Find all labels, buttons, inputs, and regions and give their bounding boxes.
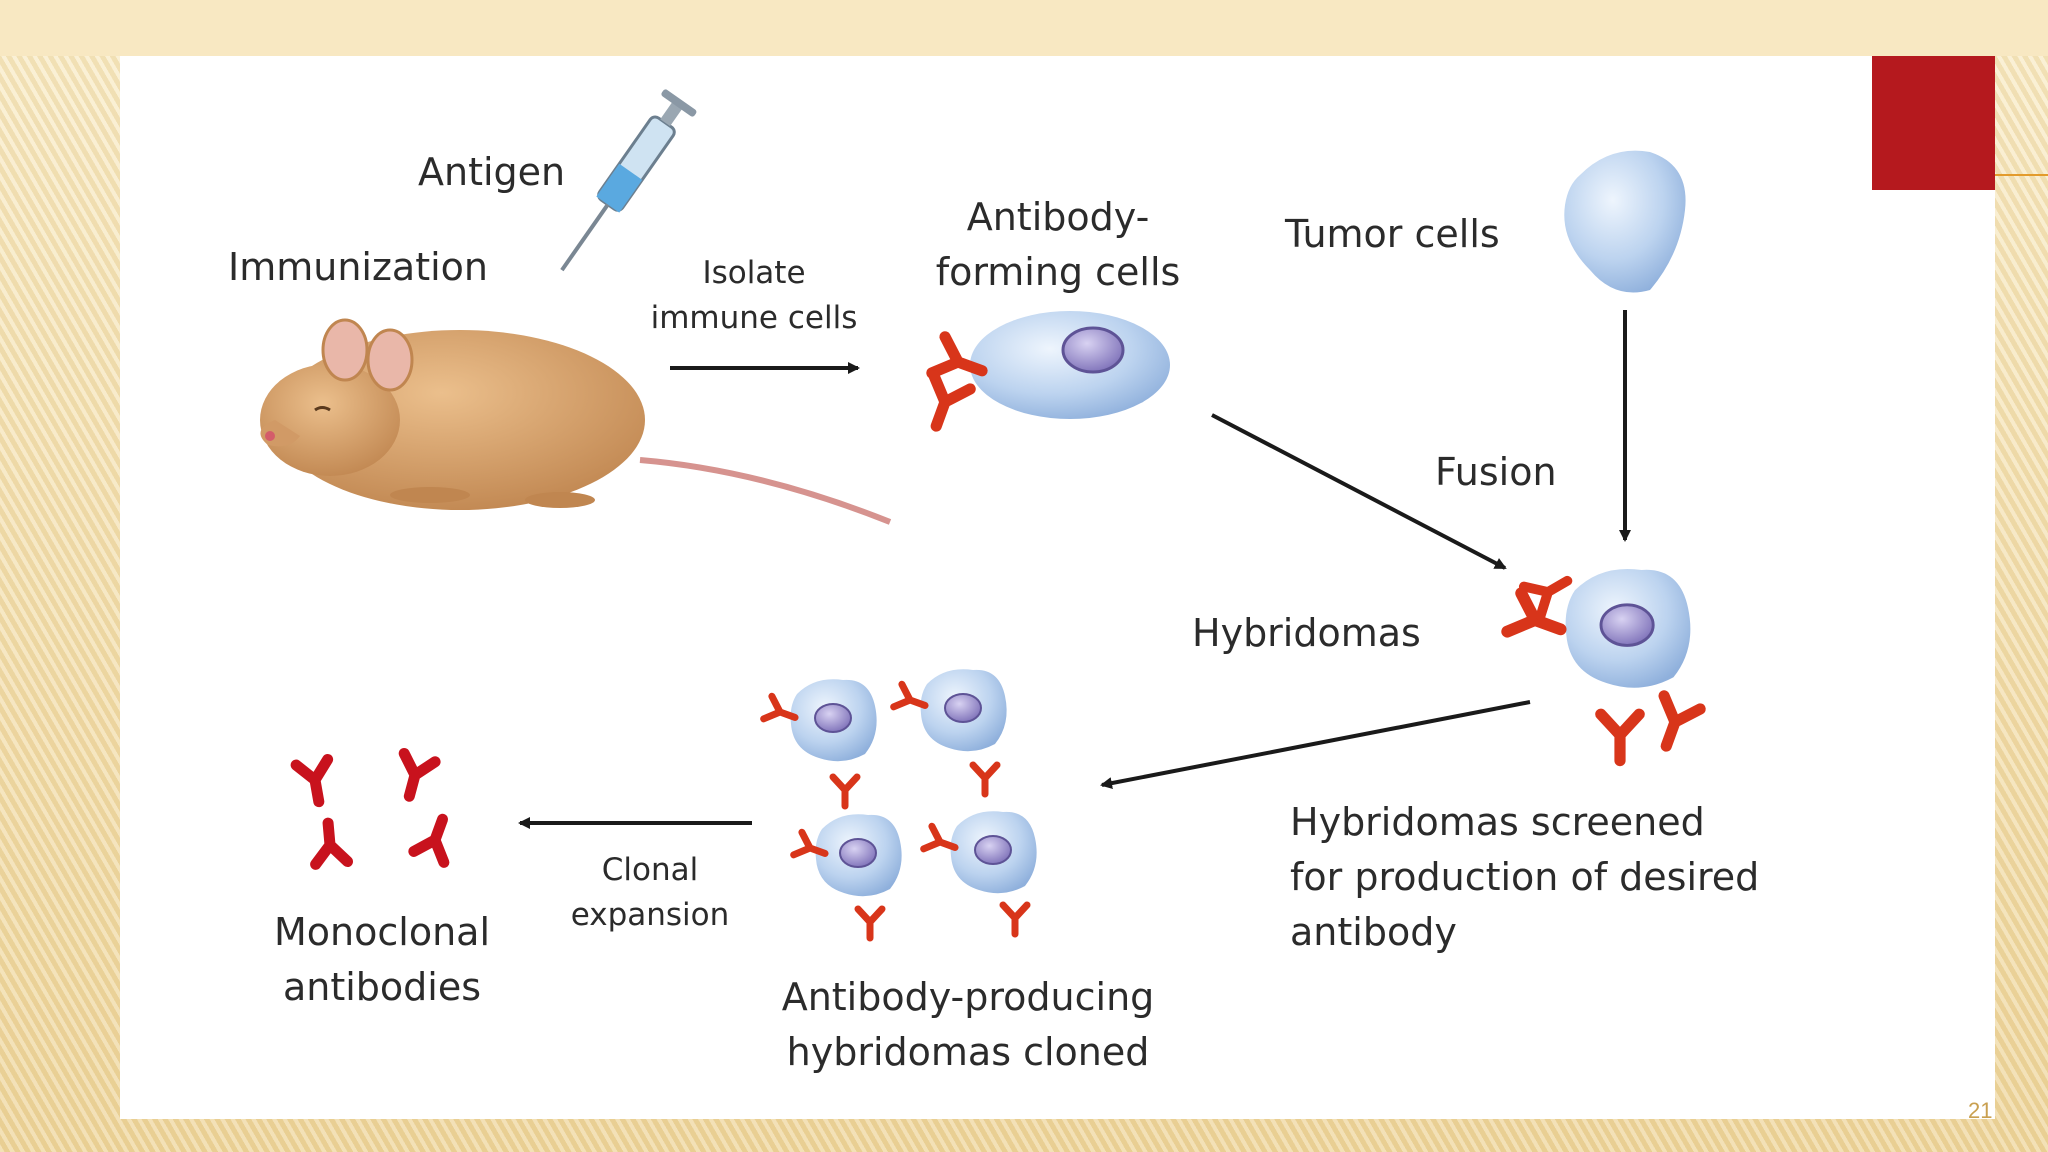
cloned-hybridomas-icon [764, 668, 1038, 938]
label-monoclonal-2: antibodies [283, 965, 481, 1009]
screen-arrow [1100, 700, 1531, 789]
label-monoclonal-1: Monoclonal [274, 910, 490, 954]
antibody-forming-cell-icon [918, 311, 1170, 433]
label-isolate-2: immune cells [651, 300, 858, 336]
label-hybridomas: Hybridomas [1192, 611, 1421, 655]
hybridoma-cell-icon [1507, 566, 1700, 760]
fusion-arrow-from-cell [1211, 413, 1507, 570]
label-immunization: Immunization [228, 245, 488, 289]
monoclonal-antibodies-icon [296, 753, 457, 864]
slide-content-panel [120, 56, 1995, 1119]
accent-square [1872, 56, 1995, 190]
label-screened-3: antibody [1290, 910, 1457, 954]
mouse-icon [260, 318, 892, 525]
label-isolate-1: Isolate [702, 255, 805, 291]
top-band [0, 0, 2048, 56]
label-afc-2: forming cells [936, 250, 1181, 294]
label-screened-2: for production of desired [1290, 855, 1759, 899]
label-tumor-cells: Tumor cells [1284, 212, 1500, 256]
label-antigen: Antigen [418, 150, 565, 194]
tumor-cell-icon [1564, 150, 1686, 293]
syringe-icon [560, 89, 697, 272]
label-cloned-2: hybridomas cloned [787, 1030, 1150, 1074]
label-afc-1: Antibody- [967, 195, 1150, 239]
label-screened-1: Hybridomas screened [1290, 800, 1705, 844]
label-clonal-2: expansion [571, 897, 730, 933]
label-cloned-1: Antibody-producing [782, 975, 1155, 1019]
accent-line [1995, 174, 2048, 176]
label-fusion: Fusion [1435, 450, 1557, 494]
label-clonal-1: Clonal [602, 852, 698, 888]
page-number: 21 [1968, 1098, 1993, 1123]
